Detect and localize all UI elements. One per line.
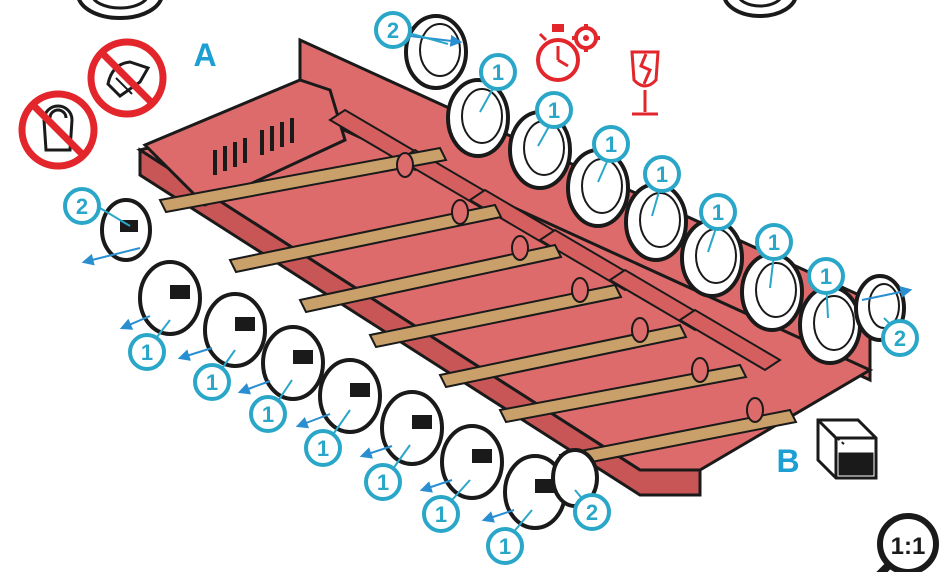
wheel-near-1d bbox=[320, 360, 380, 432]
magnifier-scale-icon: 1:1 bbox=[876, 516, 936, 572]
fragile-glass-icon bbox=[632, 52, 658, 114]
stopwatch-gear-icon bbox=[538, 24, 600, 80]
wheel-far-1a bbox=[448, 80, 508, 156]
callout-1-far-e: 1 bbox=[701, 195, 735, 229]
scale-label: 1:1 bbox=[891, 533, 926, 560]
wheel-far-1c bbox=[568, 150, 628, 226]
callout-2-right-text: 2 bbox=[894, 326, 906, 351]
callout-1-near-b: 1 bbox=[195, 365, 229, 399]
svg-text:1: 1 bbox=[820, 264, 832, 289]
callout-1-far-g: 1 bbox=[809, 259, 843, 293]
wheel-near-1c bbox=[263, 327, 323, 399]
no-weight-icon bbox=[22, 94, 94, 166]
callout-1-far-b: 1 bbox=[537, 93, 571, 127]
wheel-far-1e bbox=[682, 220, 742, 296]
svg-text:1: 1 bbox=[605, 132, 617, 157]
svg-text:1: 1 bbox=[206, 370, 218, 395]
svg-text:1: 1 bbox=[768, 230, 780, 255]
svg-text:1: 1 bbox=[377, 470, 389, 495]
callout-1-near-a: 1 bbox=[130, 335, 164, 369]
callout-1-far-f: 1 bbox=[757, 225, 791, 259]
wheel-near-1e bbox=[382, 392, 442, 464]
wheel-far-2a bbox=[406, 16, 466, 88]
wheel-far-1d bbox=[626, 184, 686, 260]
callout-2-bottom: 2 bbox=[575, 495, 609, 529]
wheel-near-1a bbox=[140, 262, 200, 334]
callout-2-top: 2 bbox=[376, 13, 410, 47]
svg-text:1: 1 bbox=[262, 402, 274, 427]
svg-text:1: 1 bbox=[492, 60, 504, 85]
callout-1-far-a: 1 bbox=[481, 55, 515, 89]
callout-2-right: 2 bbox=[883, 321, 917, 355]
callout-1-near-f: 1 bbox=[424, 497, 458, 531]
wheel-near-1f bbox=[442, 426, 502, 498]
callout-2-left-text: 2 bbox=[76, 194, 88, 219]
callout-2-top-text: 2 bbox=[387, 18, 399, 43]
callout-1-near-c: 1 bbox=[251, 397, 285, 431]
svg-text:1: 1 bbox=[141, 340, 153, 365]
partial-wheel-top-right bbox=[724, 0, 796, 16]
callout-1-near-e: 1 bbox=[366, 465, 400, 499]
svg-text:1: 1 bbox=[548, 98, 560, 123]
svg-text:1: 1 bbox=[317, 436, 329, 461]
callout-1-near-d: 1 bbox=[306, 431, 340, 465]
callout-2-bottom-text: 2 bbox=[586, 500, 598, 525]
box-corner-icon bbox=[818, 420, 876, 478]
callout-1-far-d: 1 bbox=[645, 157, 679, 191]
svg-text:1: 1 bbox=[656, 162, 668, 187]
side-label-a: A bbox=[193, 37, 216, 73]
wheel-far-1g bbox=[800, 287, 860, 363]
svg-text:1: 1 bbox=[712, 200, 724, 225]
callout-1-far-c: 1 bbox=[594, 127, 628, 161]
no-hand-force-icon bbox=[91, 42, 163, 114]
partial-wheel-top-left bbox=[78, 0, 162, 18]
svg-text:1: 1 bbox=[435, 502, 447, 527]
callout-1-near-g: 1 bbox=[488, 529, 522, 563]
side-label-b: B bbox=[776, 443, 799, 479]
callout-2-left: 2 bbox=[65, 189, 99, 223]
wheel-near-1b bbox=[205, 294, 265, 366]
svg-text:1: 1 bbox=[499, 534, 511, 559]
